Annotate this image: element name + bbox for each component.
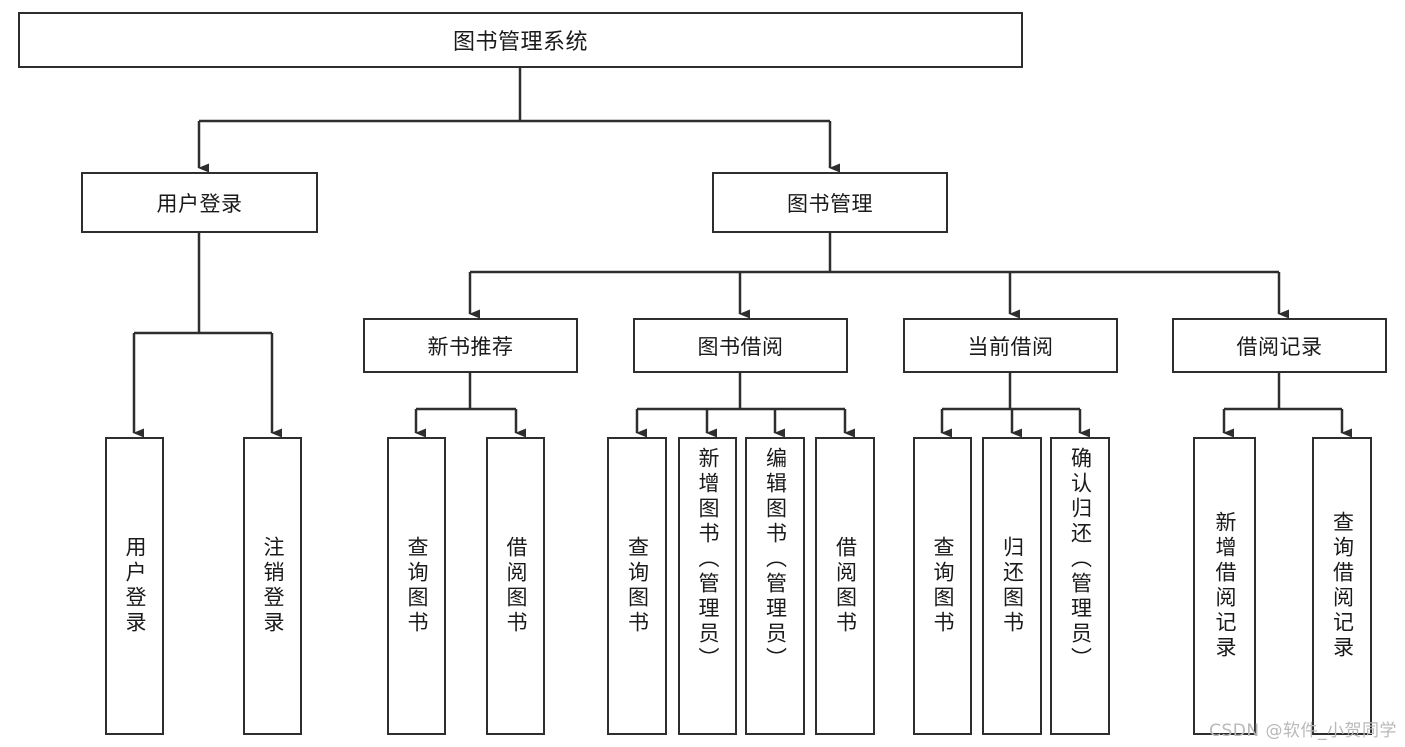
node-label: 借阅图书 xyxy=(504,536,528,636)
node-label: 图书管理 xyxy=(787,191,873,216)
node-new-book-recommend[interactable]: 新书推荐 xyxy=(363,318,578,373)
node-label: 借阅记录 xyxy=(1236,334,1323,359)
node-leaf-query-borrow-record[interactable]: 查询借阅记录 xyxy=(1312,437,1372,735)
node-label: 用户登录 xyxy=(123,536,147,636)
node-book-borrow[interactable]: 图书借阅 xyxy=(633,318,848,373)
node-label: 新书推荐 xyxy=(427,334,514,359)
node-label: 借阅图书 xyxy=(833,536,858,636)
node-leaf-edit-book-admin[interactable]: 编辑图书（管理员） xyxy=(745,437,805,735)
node-label: 查询图书 xyxy=(931,536,955,636)
node-label: 新增借阅记录 xyxy=(1213,511,1237,661)
node-label: 当前借阅 xyxy=(967,334,1054,359)
node-label: 新增图书（管理员） xyxy=(696,447,720,672)
node-label: 归还图书 xyxy=(1000,536,1025,636)
node-leaf-confirm-return-admin[interactable]: 确认归还（管理员） xyxy=(1050,437,1110,735)
node-leaf-query-book-recommend[interactable]: 查询图书 xyxy=(387,437,446,735)
node-root-system[interactable]: 图书管理系统 xyxy=(18,12,1023,68)
node-borrow-record[interactable]: 借阅记录 xyxy=(1172,318,1387,373)
node-leaf-return-book[interactable]: 归还图书 xyxy=(982,437,1042,735)
node-leaf-borrow-book-recommend[interactable]: 借阅图书 xyxy=(486,437,545,735)
node-leaf-logout-login[interactable]: 注销登录 xyxy=(243,437,302,735)
node-leaf-user-login[interactable]: 用户登录 xyxy=(105,437,164,735)
node-label: 注销登录 xyxy=(261,536,285,636)
node-leaf-borrow-book-borrow[interactable]: 借阅图书 xyxy=(815,437,875,735)
node-leaf-query-book-borrow[interactable]: 查询图书 xyxy=(607,437,667,735)
node-label: 查询图书 xyxy=(405,536,429,636)
node-label: 图书借阅 xyxy=(697,334,784,359)
node-label: 用户登录 xyxy=(156,191,243,216)
node-book-management[interactable]: 图书管理 xyxy=(712,172,948,233)
node-label: 查询借阅记录 xyxy=(1330,511,1355,661)
node-label: 图书管理系统 xyxy=(452,30,588,55)
node-leaf-add-borrow-record[interactable]: 新增借阅记录 xyxy=(1193,437,1256,735)
node-leaf-add-book-admin[interactable]: 新增图书（管理员） xyxy=(678,437,737,735)
node-user-login[interactable]: 用户登录 xyxy=(81,172,318,233)
node-label: 编辑图书（管理员） xyxy=(763,447,788,672)
node-leaf-query-book-current[interactable]: 查询图书 xyxy=(913,437,972,735)
node-current-borrow[interactable]: 当前借阅 xyxy=(903,318,1118,373)
csdn-watermark: CSDN @软件_小贺同学 xyxy=(1209,721,1397,741)
node-label: 查询图书 xyxy=(625,536,650,636)
node-label: 确认归还（管理员） xyxy=(1068,447,1093,672)
